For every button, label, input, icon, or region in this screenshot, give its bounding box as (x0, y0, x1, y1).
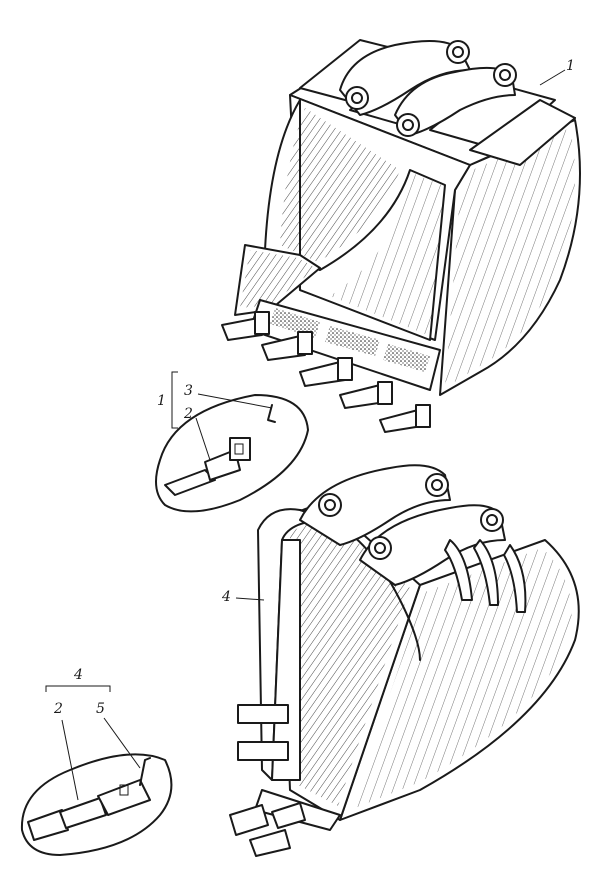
label-4-group: 4 (74, 667, 83, 683)
detail-tooth-assembly-4 (20, 685, 173, 856)
label-2-tooth: 2 (184, 406, 193, 422)
top-bucket (221, 39, 581, 433)
detail-tooth-assembly-1 (155, 371, 309, 513)
label-2-tooth-bottom: 2 (54, 701, 63, 717)
label-3-pin: 3 (184, 383, 193, 399)
bottom-bucket (229, 464, 580, 857)
label-1-bucket: 1 (566, 58, 575, 74)
label-1-bracket: 1 (157, 393, 166, 409)
label-4-wear-bar: 4 (222, 589, 231, 605)
label-5-pin: 5 (96, 701, 105, 717)
